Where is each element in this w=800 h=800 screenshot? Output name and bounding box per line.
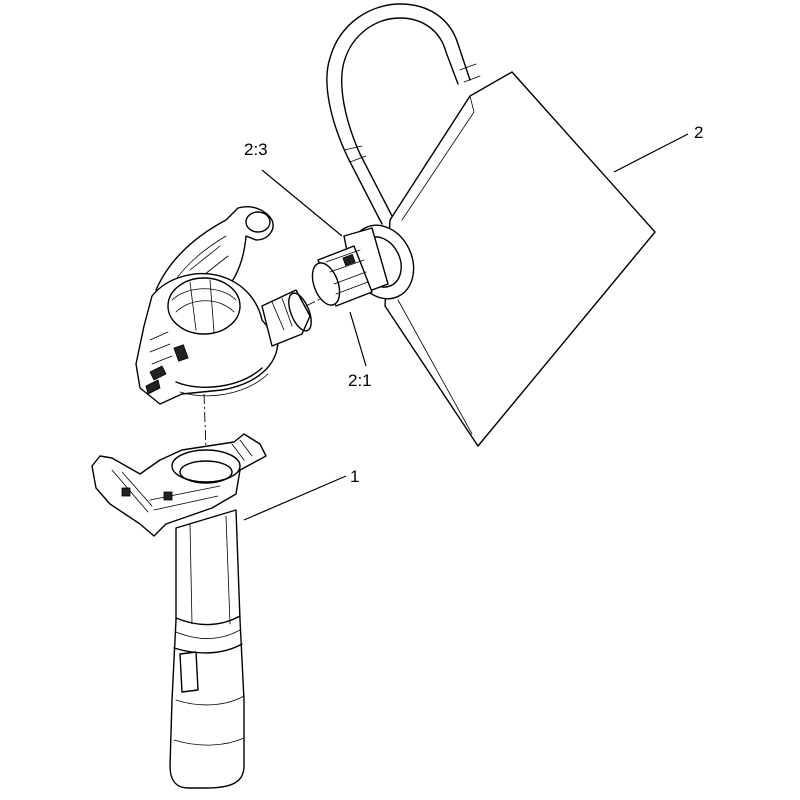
leader-line-part-2-1	[349, 311, 367, 367]
label-part-1: 1	[350, 467, 360, 486]
connector-tube	[311, 245, 373, 307]
label-part-2: 2	[694, 123, 704, 142]
leader-line-part-2-3	[261, 169, 343, 237]
label-part-2-1: 2:1	[348, 371, 372, 390]
assembly-centerline	[203, 393, 207, 451]
label-part-2-3: 2:3	[244, 140, 268, 159]
leader-line-part-1	[243, 475, 347, 521]
connector-centerline	[305, 297, 323, 307]
leader-line-part-2	[613, 133, 689, 173]
blower-housing	[135, 206, 312, 405]
collection-bag	[326, 3, 656, 447]
handle-tube	[91, 433, 267, 789]
